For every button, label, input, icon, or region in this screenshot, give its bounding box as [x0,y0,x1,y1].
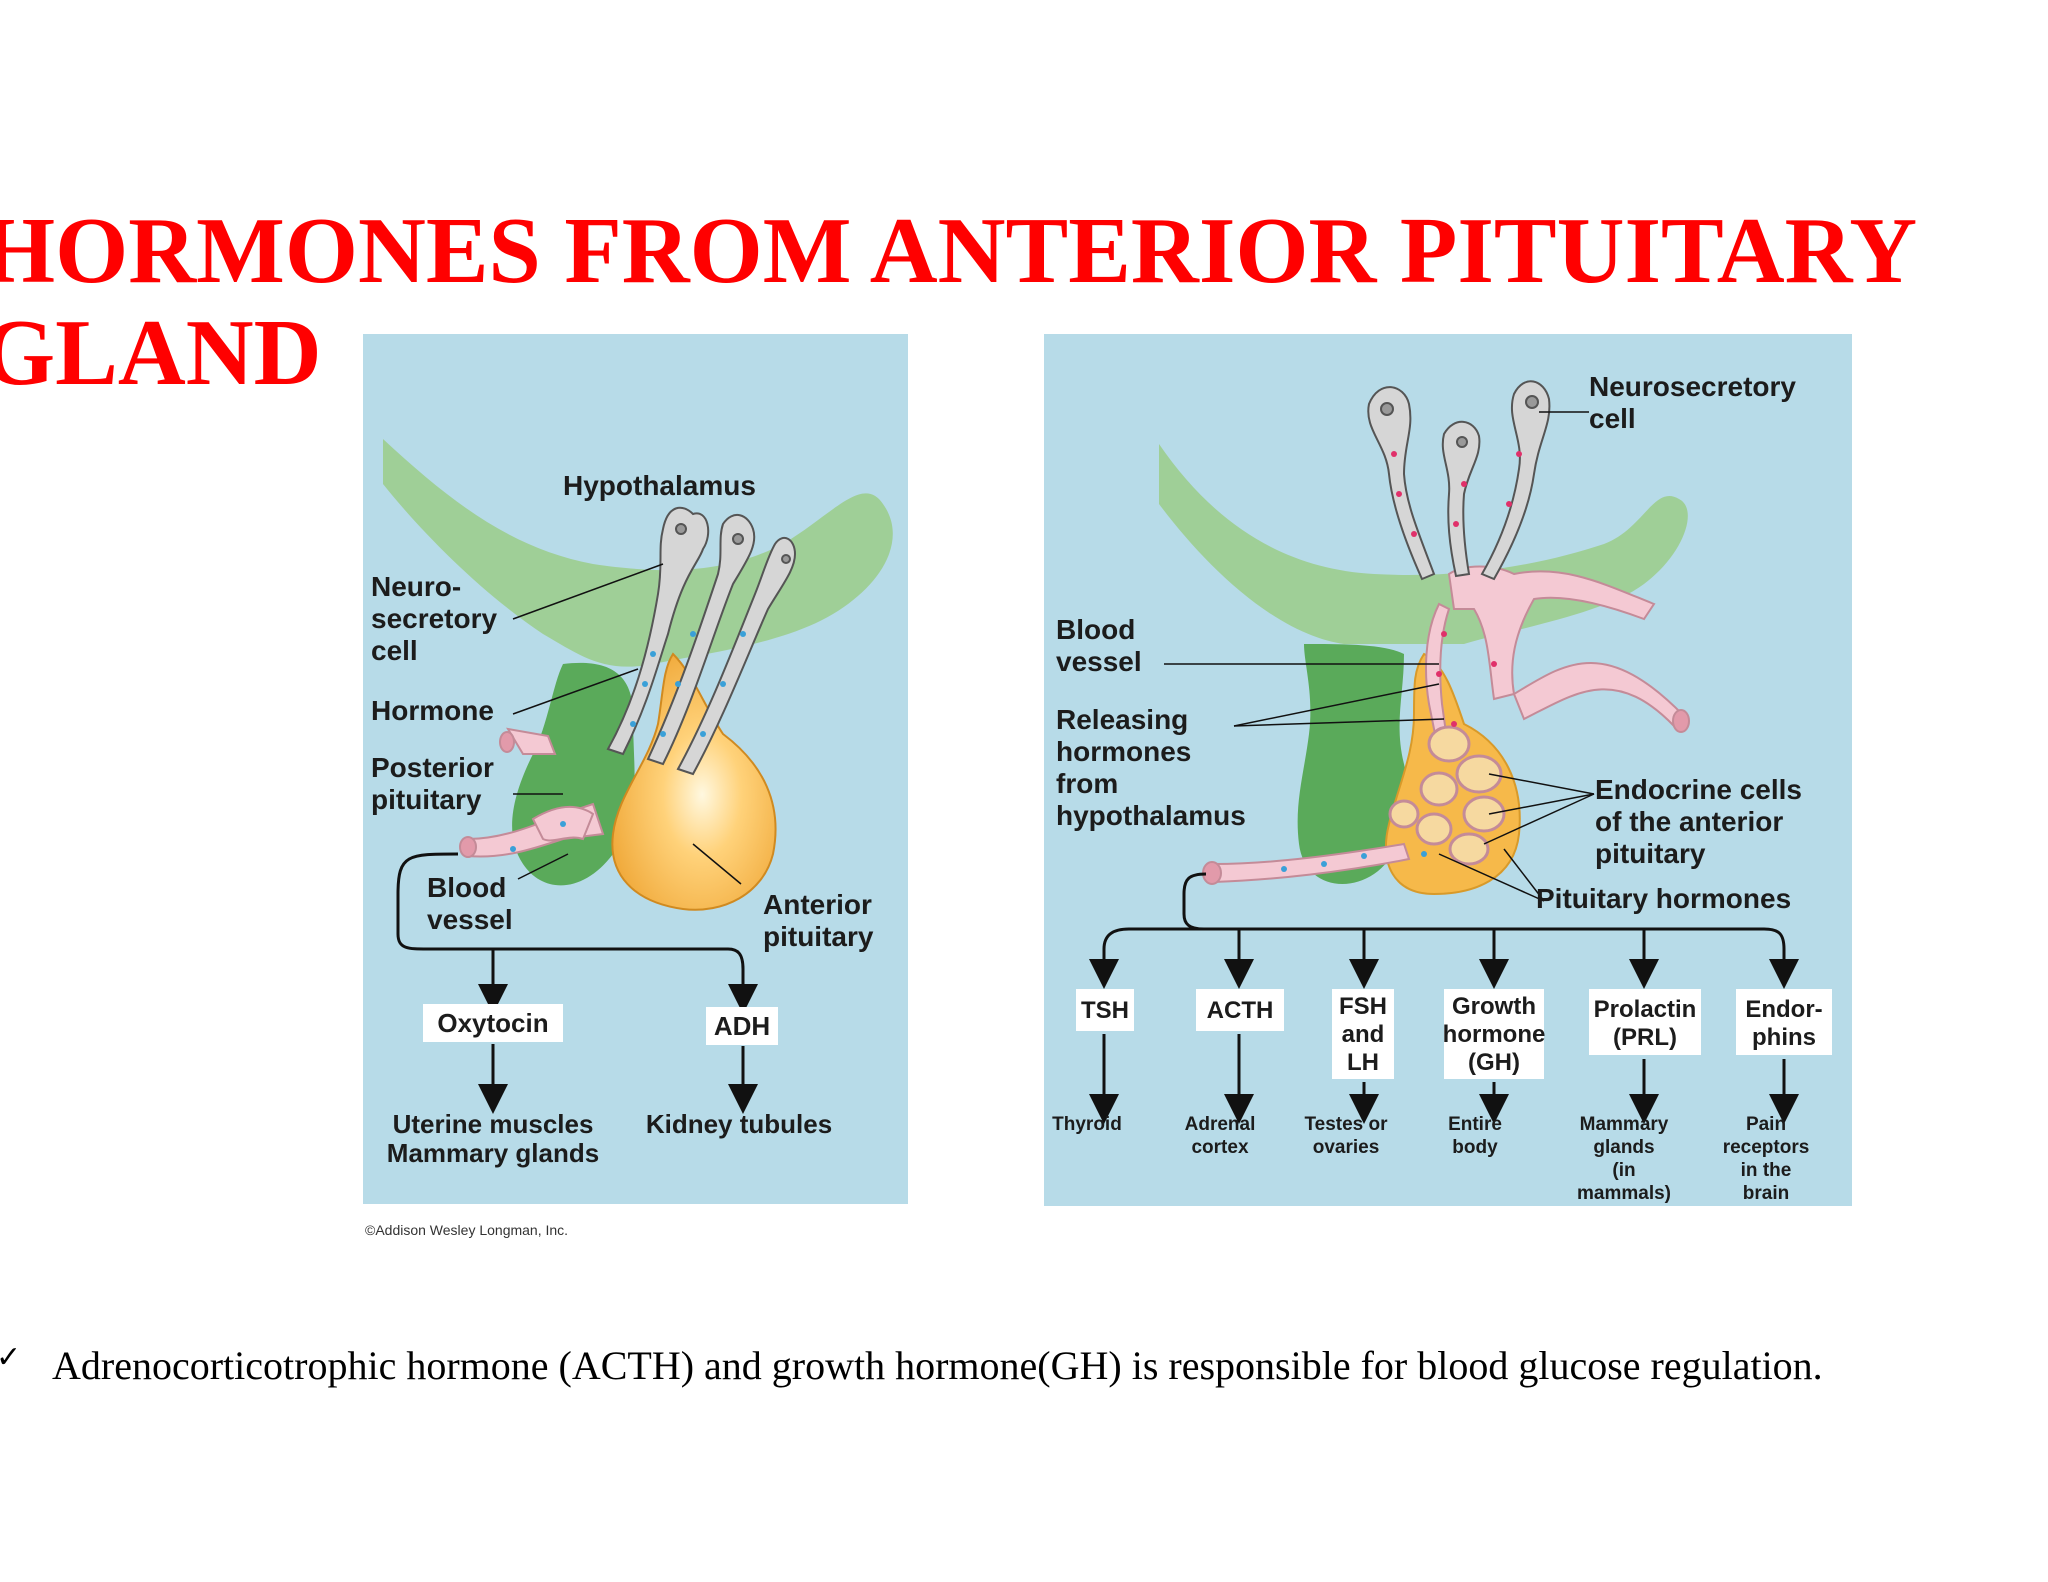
target-mammary-line2: glands [1593,1137,1654,1158]
hormone-gh-line3: (GH) [1468,1049,1520,1076]
target-thyroid: Thyroid [1052,1114,1122,1135]
anterior-pituitary-diagram: Neurosecretory cell Blood vessel Releasi… [1044,334,1852,1206]
blood-vessel-label-line1: Blood [1056,614,1135,645]
blood-vessel-label-line1: Blood [427,872,506,903]
target-entire-body-line2: body [1452,1137,1498,1158]
oxytocin-target-line1: Uterine muscles [393,1109,594,1139]
releasing-hormones-label-line2: hormones [1056,736,1191,767]
target-mammary-line3: (in [1612,1160,1635,1181]
neurosecretory-cell-label-line1: Neuro- [371,571,461,602]
releasing-hormones-label-line3: from [1056,768,1118,799]
target-adrenal-cortex-line2: cortex [1191,1137,1248,1158]
hormone-fsh-lh-line1: FSH [1339,993,1387,1020]
posterior-pituitary-label-line2: pituitary [371,784,482,815]
slide-title: HORMONES FROM ANTERIOR PITUITARY GLAND [0,200,1917,404]
target-gonads-line1: Testes or [1304,1114,1388,1135]
adh-label: ADH [714,1011,770,1041]
endocrine-cells-label-line3: pituitary [1595,838,1706,869]
bullet-point: ✓ Adrenocorticotrophic hormone (ACTH) an… [0,1340,2048,1392]
blood-vessel [459,727,605,858]
target-pain-receptors-line4: brain [1743,1183,1789,1204]
target-mammary-line4: mammals) [1577,1183,1671,1204]
endocrine-cells-label-line1: Endocrine cells [1595,774,1802,805]
posterior-pituitary-shape [1297,644,1408,884]
anterior-pituitary-label-line1: Anterior [763,889,872,920]
releasing-hormone-granules [1391,451,1522,727]
hormone-acth: ACTH [1207,997,1274,1024]
anterior-pituitary-label-line2: pituitary [763,921,874,952]
oxytocin-target-line2: Mammary glands [387,1138,599,1168]
pituitary-hormones-label: Pituitary hormones [1536,883,1791,914]
slide-title-line2: GLAND [0,301,322,405]
anterior-pituitary-shape [611,652,777,911]
pituitary-hormone-granules [1281,851,1427,872]
neurosecretory-cells [606,506,797,776]
endocrine-cells [1388,725,1506,866]
hormone-endorphins-line2: phins [1752,1024,1816,1051]
target-mammary-line1: Mammary [1580,1114,1669,1135]
hormone-tsh: TSH [1081,997,1129,1024]
neurosecretory-cell-label-line2: secretory [371,603,498,634]
target-pain-receptors-line2: receptors [1723,1137,1810,1158]
hormone-gh-line2: hormone [1443,1021,1546,1048]
target-gonads-line2: ovaries [1313,1137,1380,1158]
releasing-hormones-label-line1: Releasing [1056,704,1188,735]
endocrine-cells-label-line2: of the anterior [1595,806,1783,837]
releasing-hormones-label-line4: hypothalamus [1056,800,1246,831]
blood-vessel-label-line2: vessel [1056,646,1142,677]
posterior-pituitary-diagram: Hypothalamus Neuro- secretory cell Hormo… [363,334,908,1204]
hormone-endorphins-line1: Endor- [1745,996,1822,1023]
target-entire-body-line1: Entire [1448,1114,1502,1135]
posterior-pituitary-label-line1: Posterior [371,752,494,783]
hormone-prl-line1: Prolactin [1594,996,1697,1023]
hormone-gh-line1: Growth [1452,993,1536,1020]
oxytocin-label: Oxytocin [437,1008,548,1038]
hormone-granules [510,631,746,852]
target-adrenal-cortex-line1: Adrenal [1185,1114,1256,1135]
posterior-pituitary-figure: Hypothalamus Neuro- secretory cell Hormo… [371,439,893,1168]
hormone-fsh-lh-line3: LH [1347,1049,1379,1076]
neurosecretory-cell-label-line3: cell [371,635,418,666]
copyright-note: ©Addison Wesley Longman, Inc. [365,1222,569,1238]
slide-title-line1: HORMONES FROM ANTERIOR PITUITARY [0,199,1918,303]
hypothalamus-label: Hypothalamus [563,470,756,501]
checkmark-icon: ✓ [0,1340,22,1375]
target-pain-receptors-line1: Pain [1746,1114,1786,1135]
blood-vessel-label-line2: vessel [427,904,513,935]
anterior-pituitary-figure: Neurosecretory cell Blood vessel Releasi… [1052,371,1832,1204]
adh-target-label: Kidney tubules [646,1109,832,1139]
neurosecretory-cell-label-line2: cell [1589,403,1636,434]
neurosecretory-cells [1367,380,1551,581]
target-pain-receptors-line3: in the [1741,1160,1792,1181]
hormone-prl-line2: (PRL) [1613,1024,1677,1051]
neurosecretory-cell-label-line1: Neurosecretory [1589,371,1796,402]
hormone-label: Hormone [371,695,494,726]
bullet-text: Adrenocorticotrophic hormone (ACTH) and … [52,1343,1823,1388]
hormone-fsh-lh-line2: and [1342,1021,1385,1048]
